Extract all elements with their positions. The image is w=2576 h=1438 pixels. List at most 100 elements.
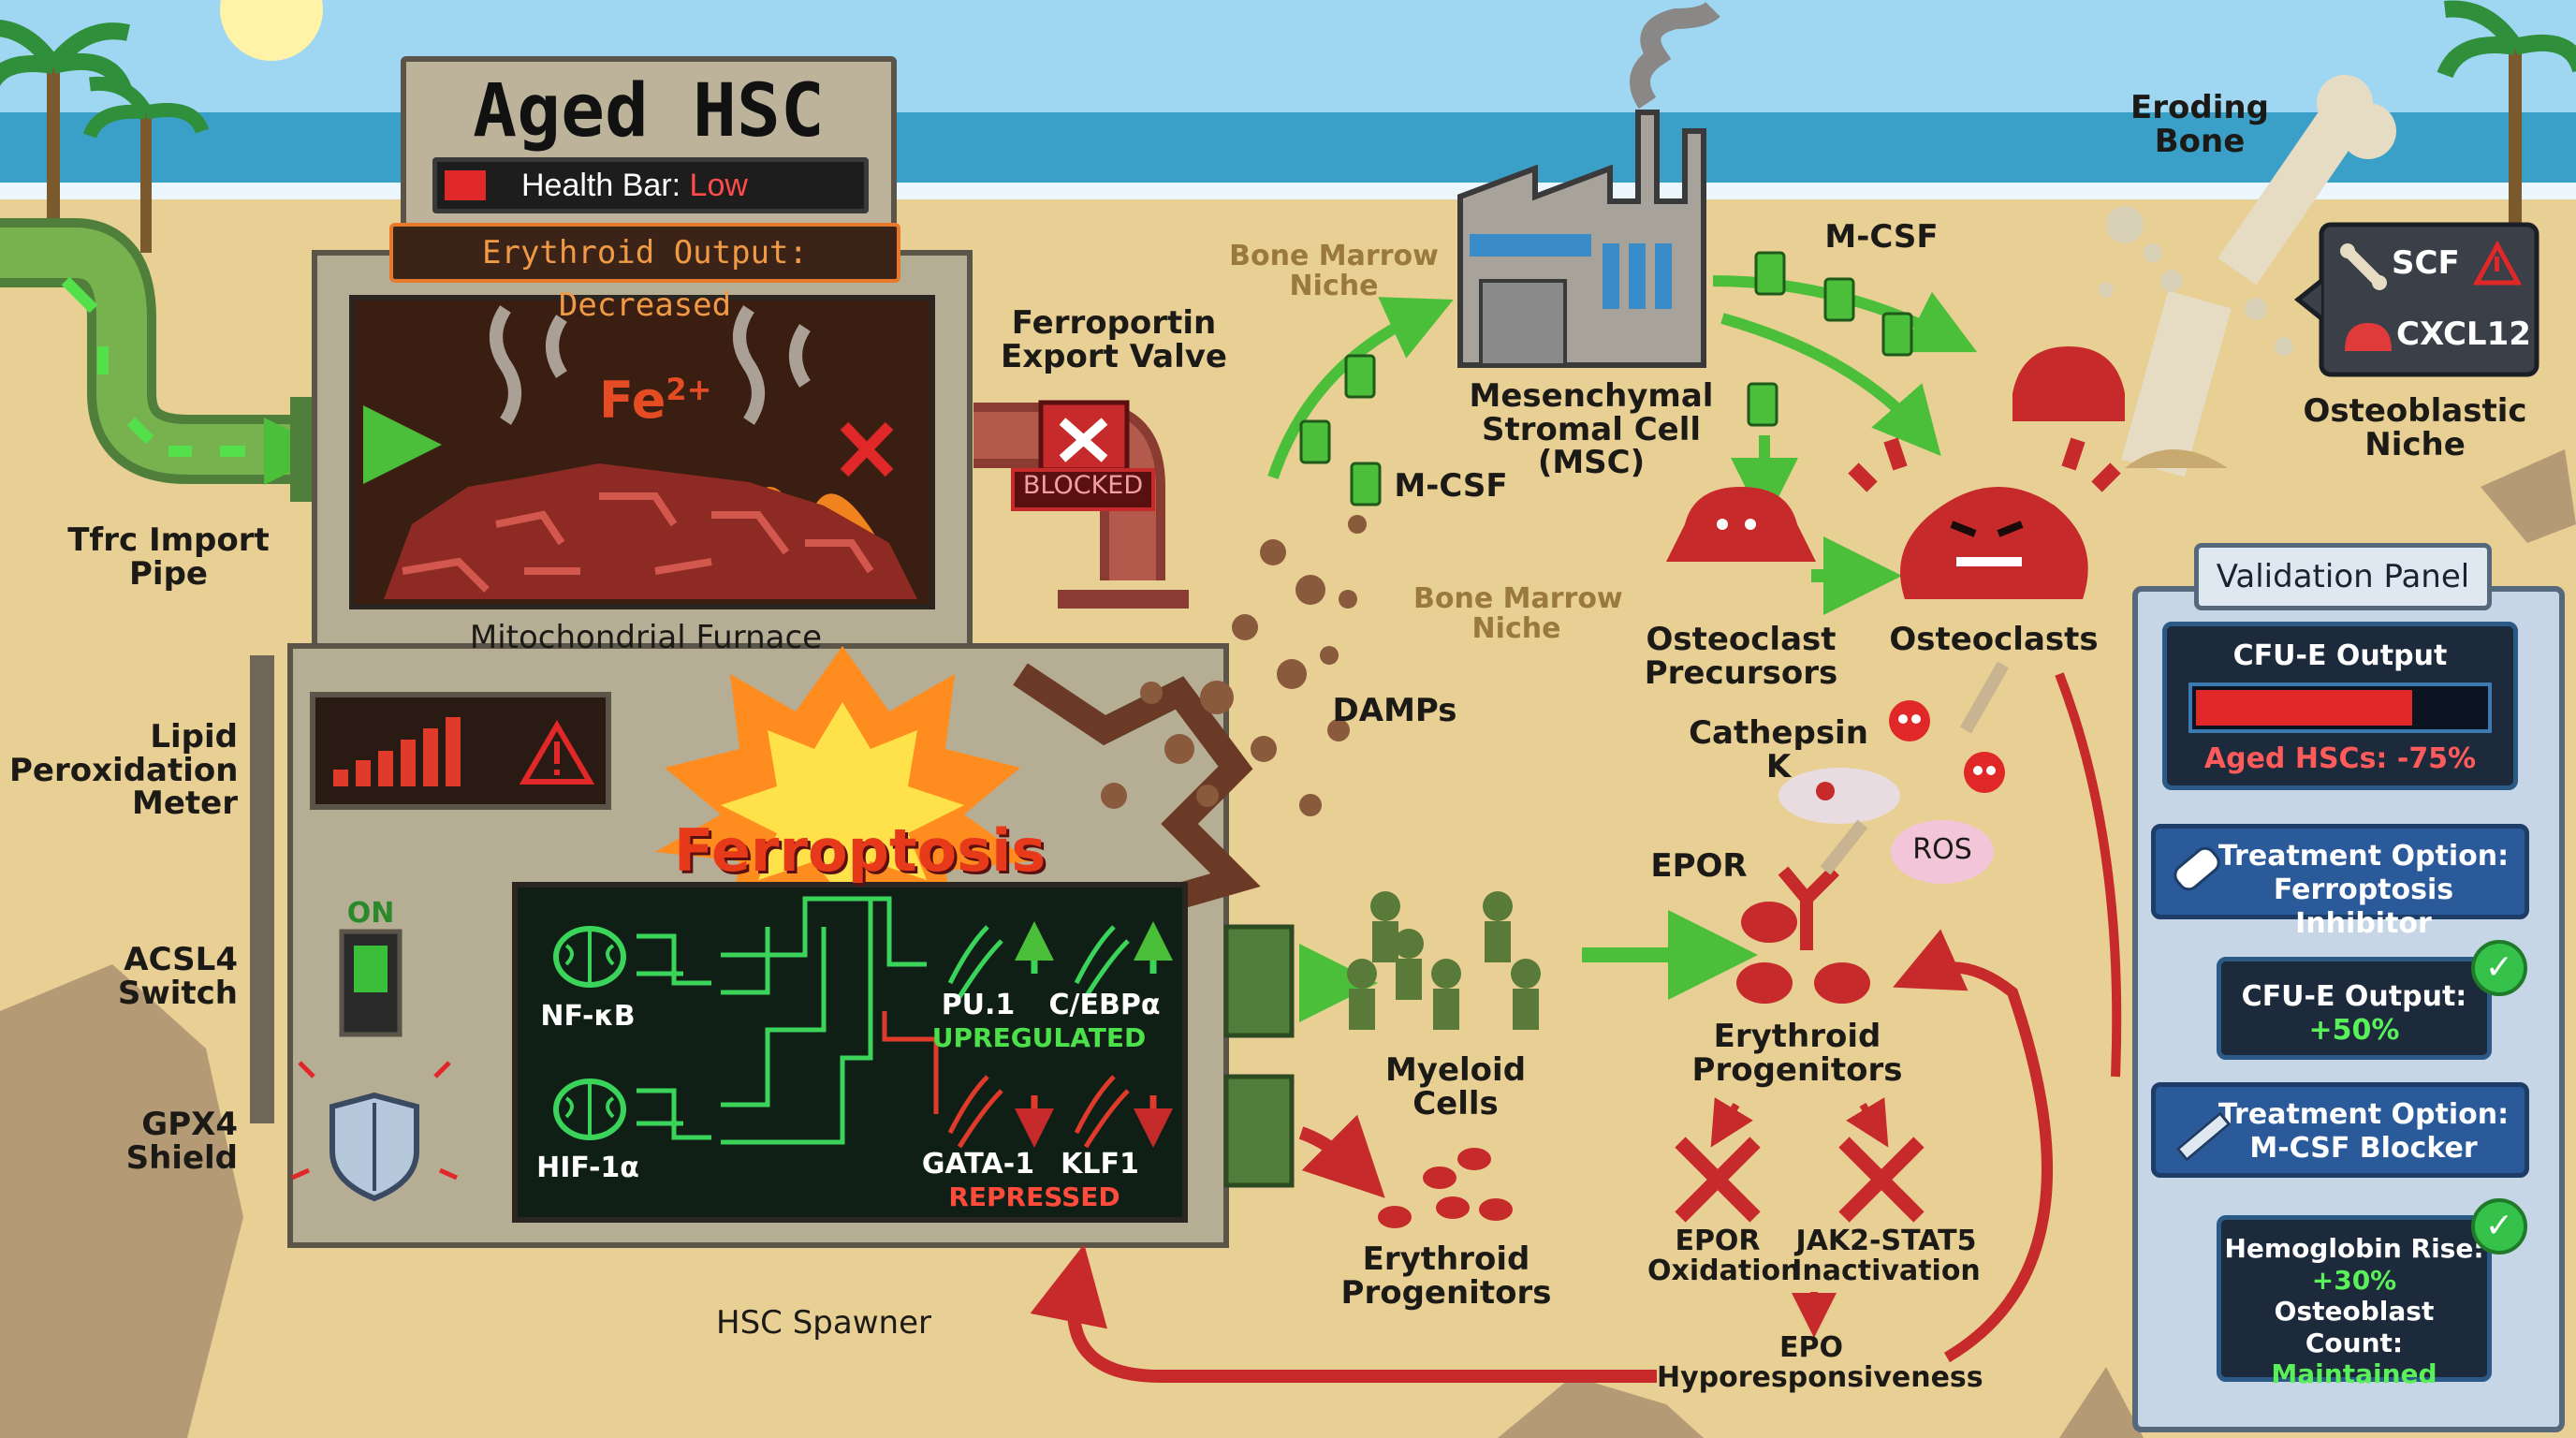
arrow <box>1820 819 1868 875</box>
spawner-label: HSC Spawner <box>716 1304 931 1342</box>
explosion-icon <box>655 646 1030 936</box>
repressed-label: REPRESSED <box>948 1181 1120 1212</box>
dna-icon <box>1074 1075 1130 1149</box>
myeloid-label: Myeloid Cells <box>1384 1051 1527 1123</box>
lipid-meter-label: Lipid Peroxidation Meter <box>9 718 239 823</box>
switch-state: ON <box>346 897 395 930</box>
x-mark-icon <box>1675 1137 1761 1223</box>
dna-icon <box>947 1075 1003 1149</box>
smoke-icon <box>490 305 811 425</box>
osteoclast-precursor-icon <box>1666 487 1816 562</box>
mcsf-arrow <box>1267 297 1454 479</box>
broken-wall <box>1013 663 1261 912</box>
rock <box>2059 1367 2144 1438</box>
epor-label: EPOR <box>1650 847 1748 885</box>
gene-panel <box>512 882 1188 1223</box>
bone-marrow-niche-label: Bone Marrow Niche <box>1413 582 1623 645</box>
ferroptosis-label: Ferroptosis <box>674 816 1046 885</box>
eroding-bone-label: Eroding Bone <box>2130 89 2269 160</box>
bone-icon <box>2340 243 2387 290</box>
msc-factory-icon <box>1457 1 1720 368</box>
mcsf-arrow <box>1720 313 1941 457</box>
cfue-bar <box>2188 682 2492 733</box>
myeloid-outlet-pipe <box>1223 924 1295 1038</box>
furnace-label: Mitochondrial Furnace <box>469 619 823 656</box>
osteoclast-feedback-arrow <box>1893 929 2054 1363</box>
bone-debris <box>2099 206 2293 356</box>
blocked-sign <box>1011 468 1155 511</box>
tfrc-label: Tfrc Import Pipe <box>67 521 270 593</box>
skull-icon <box>1964 752 2005 793</box>
health-label: Health Bar: <box>521 168 681 203</box>
scf-label: SCF <box>2392 244 2460 282</box>
aged-hsc-value: Aged HSCs: -75% <box>2203 742 2477 775</box>
osteoclast-precursors-label: Osteoclast Precursors <box>1644 621 1838 692</box>
acsl4-label: ACSL4 Switch <box>117 941 238 1012</box>
gene-nfkb: NF-κB <box>540 1000 636 1033</box>
feedback-arrow <box>1030 1243 1657 1383</box>
sun-icon <box>220 0 323 61</box>
treatment-mcsf-blocker-button[interactable]: Treatment Option: M-CSF Blocker <box>2151 1082 2529 1178</box>
health-fill <box>445 170 486 200</box>
hemoglobin-result-card: Hemoglobin Rise: +30% Osteoblast Count: … <box>2217 1215 2492 1389</box>
erythroid-progenitor-icon <box>1736 866 1870 1004</box>
blocked-label: BLOCKED <box>1022 471 1144 500</box>
gene-cebpa: C/EBPα <box>1048 989 1161 1021</box>
rock <box>2481 449 2576 543</box>
rock <box>1498 1376 1704 1438</box>
osteoclast-arrow <box>2055 672 2122 1078</box>
cfue-result-card: CFU-E Output: +50% <box>2217 957 2492 1060</box>
jak2-label: JAK2-STAT5 Inactivation <box>1792 1225 1981 1287</box>
erythroid-arrow <box>1298 1114 1385 1198</box>
cfue-output-card: CFU-E Output Aged HSCs: -75% <box>2162 622 2518 790</box>
page-title: Aged HSC <box>473 69 825 154</box>
tfrc-import-pipe <box>0 218 318 502</box>
cxcl12-monster-icon <box>2345 323 2392 351</box>
ros-cloud-icon <box>1891 820 1994 884</box>
epo-label: EPO Hyporesponsiveness <box>1657 1331 1983 1394</box>
gene-gata1: GATA-1 <box>921 1148 1035 1181</box>
bone-marrow-niche-label: Bone Marrow Niche <box>1229 240 1439 302</box>
osteoblastic-niche-label: Osteoblastic Niche <box>2303 392 2527 463</box>
cfue-bar-fill <box>2196 690 2412 726</box>
erythroid-progenitors-label: Erythroid Progenitors <box>1691 1018 1903 1089</box>
treatment-ferroptosis-inhibitor-button[interactable]: Treatment Option: Ferroptosis Inhibitor <box>2151 824 2529 940</box>
osteoclast-monster-icon <box>1848 437 2121 599</box>
erythroid-cells-icon <box>1378 1148 1513 1228</box>
warning-icon <box>2472 240 2523 286</box>
bone-monster-icon <box>2012 346 2125 421</box>
health-value: Low <box>689 168 748 203</box>
gene-hif: HIF-1α <box>536 1152 639 1184</box>
gpx4-shield-icon <box>290 1061 459 1202</box>
cxcl12-label: CXCL12 <box>2396 315 2531 353</box>
brain-icon <box>553 926 626 988</box>
dna-icon <box>947 925 1003 999</box>
erythroid-progenitors-label: Erythroid Progenitors <box>1340 1240 1552 1312</box>
acsl4-switch <box>339 929 402 1037</box>
gene-pu1: PU.1 <box>941 989 1016 1021</box>
dna-icon <box>1074 925 1130 999</box>
epor-oxidation-label: EPOR Oxidation <box>1647 1225 1801 1287</box>
palm-tree-icon <box>82 76 210 253</box>
arrow <box>1959 661 2010 734</box>
upregulated-label: UPREGULATED <box>931 1022 1147 1053</box>
check-icon: ✓ <box>2471 940 2527 996</box>
ferroportin-label: Ferroportin Export Valve <box>1001 304 1227 375</box>
validation-panel-title: Validation Panel <box>2194 543 2492 610</box>
signal-circuit <box>637 896 927 1145</box>
surf <box>0 183 2576 199</box>
mcsf-label: M-CSF <box>1394 467 1508 505</box>
myeloid-cells-icon <box>1347 891 1541 1030</box>
brain-icon <box>553 1078 626 1140</box>
ros-label: ROS <box>1912 833 1972 866</box>
mcsf-label: M-CSF <box>1824 218 1939 256</box>
meter-bars <box>333 717 461 786</box>
health-bar: Health Bar: Low <box>432 157 869 213</box>
msc-label: Mesenchymal Stromal Cell (MSC) <box>1469 377 1714 482</box>
cfue-title: CFU-E Output <box>2232 639 2448 672</box>
cathepsin-cloud-icon <box>1778 768 1900 824</box>
damps-label: DAMPs <box>1332 692 1457 729</box>
erythroid-output-status: Erythroid Output: Decreased <box>389 223 900 324</box>
skull-icon <box>1889 700 1930 741</box>
